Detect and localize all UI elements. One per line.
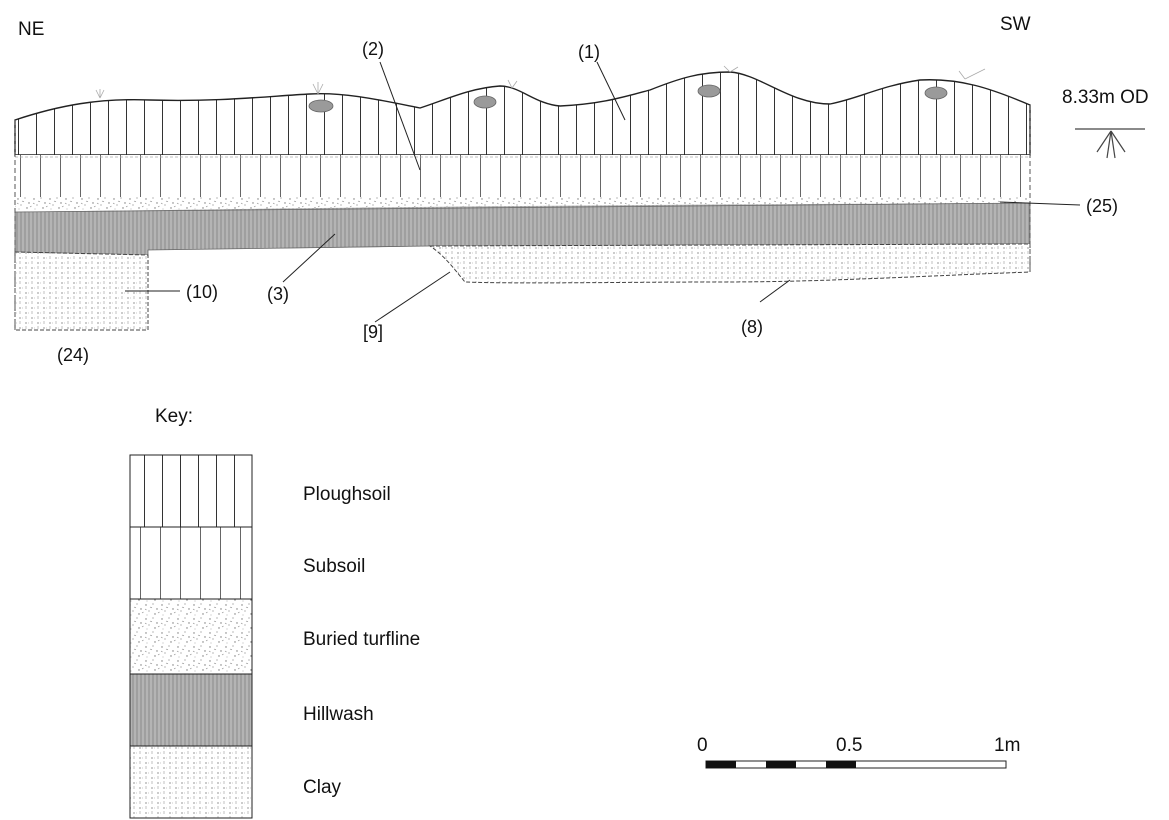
key: Key: Ploughsoil Subsoil Buried turfline … [129,406,420,819]
key-swatch-hillwash [129,673,253,747]
scale-segment [766,761,796,768]
layer-clay-right [428,243,1031,284]
stone [924,86,948,100]
scale-bar: 0 0.5 1m [697,735,1020,769]
scale-segment [706,761,736,768]
datum-symbol [1075,128,1145,159]
leader-lines [125,61,1081,323]
key-swatch-buried-turfline [129,598,253,675]
key-label-clay: Clay [303,777,342,798]
key-swatch-ploughsoil [129,454,253,528]
key-swatch-clay [129,745,253,819]
key-label-buried-turfline: Buried turfline [303,629,420,650]
stone [473,95,497,109]
key-label-hillwash: Hillwash [303,704,374,725]
context-label-2: (2) [362,39,384,59]
scale-segment [826,761,856,768]
datum-label: 8.33m OD [1062,87,1149,108]
layer-buried-turfline [15,197,1030,212]
key-title: Key: [155,406,193,427]
layer-hillwash [14,202,1031,256]
context-label-1: (1) [578,42,600,62]
layer-ploughsoil [14,71,1031,156]
cut-label-9: [9] [363,322,383,342]
key-label-ploughsoil: Ploughsoil [303,484,391,505]
scale-label-0: 0 [697,735,708,756]
grass-tufts [95,65,986,99]
stone [308,99,334,113]
context-label-25: (25) [1086,196,1118,216]
layer-subsoil [15,155,1030,197]
orientation-ne: NE [18,19,44,40]
scale-label-1m: 1m [994,735,1020,756]
orientation-sw: SW [1000,14,1031,35]
context-label-8: (8) [741,317,763,337]
context-label-3: (3) [267,284,289,304]
key-swatch-subsoil [129,526,253,600]
context-label-24: (24) [57,345,89,365]
section-layers [14,65,1031,331]
stone [697,84,721,98]
context-label-10: (10) [186,282,218,302]
key-label-subsoil: Subsoil [303,556,365,577]
scale-label-half: 0.5 [836,735,862,756]
